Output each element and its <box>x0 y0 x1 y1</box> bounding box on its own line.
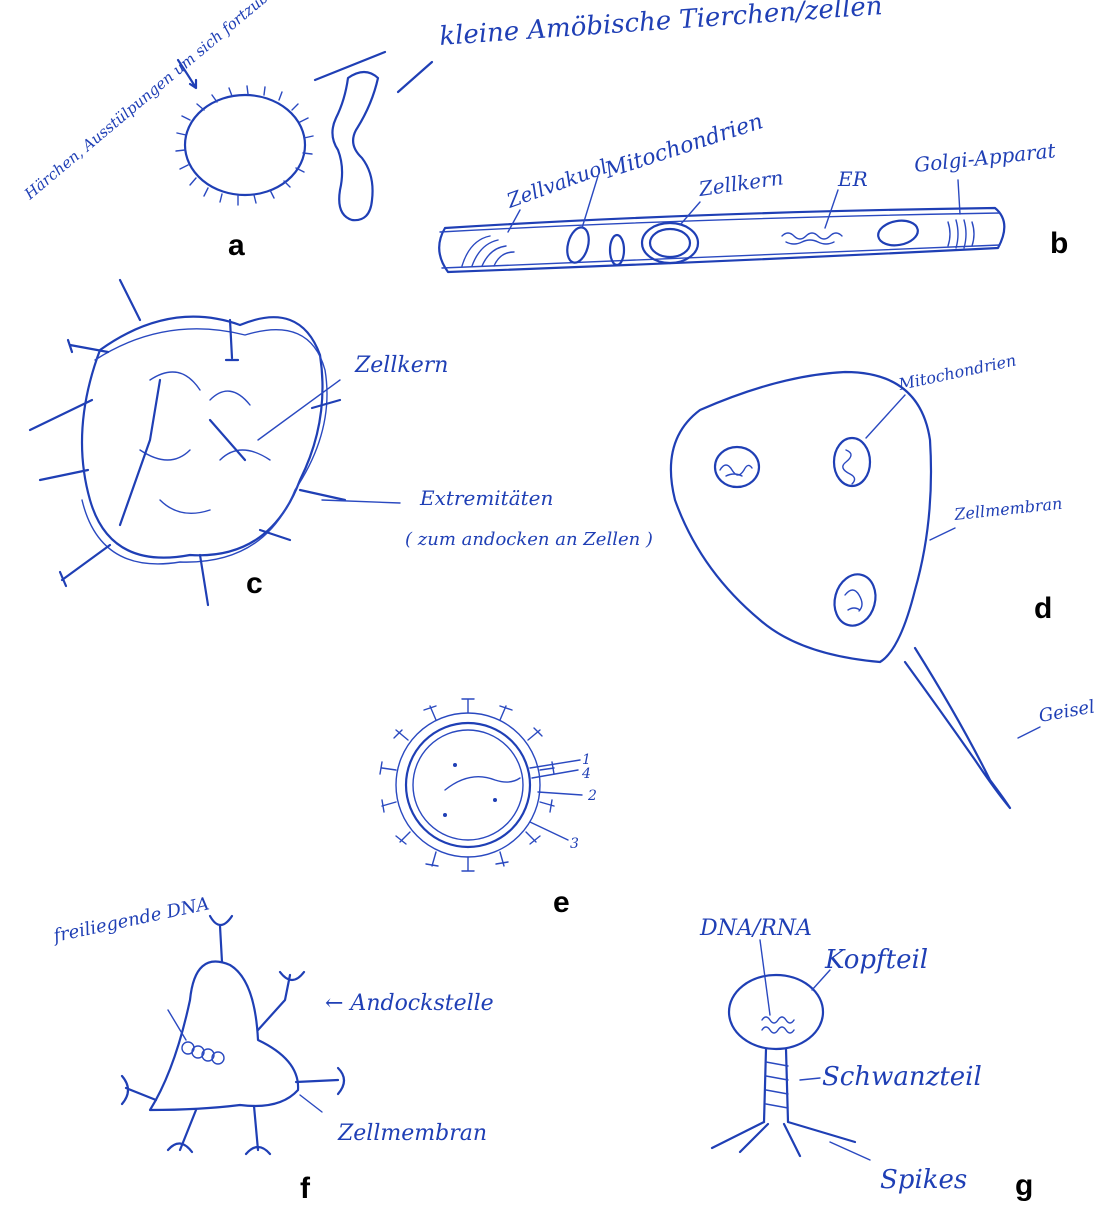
golgi-b <box>948 220 974 248</box>
panel-letter-a: a <box>228 229 245 262</box>
label-f-dna: freiliegende DNA <box>50 893 212 947</box>
label-e-3: 3 <box>570 836 579 852</box>
panel-letter-d: d <box>1034 592 1052 625</box>
dna-f <box>182 1042 224 1064</box>
mitochondrion-d-2 <box>834 438 870 486</box>
rod-cell-b <box>439 208 1004 272</box>
panel-f: freiliegende DNA ← Andockstelle Zellmemb… <box>50 893 494 1205</box>
phage-dna-g <box>760 940 794 1033</box>
panel-letter-f: f <box>300 1172 311 1205</box>
vacuole-b <box>462 236 514 266</box>
panel-c: Zellkern Extremitäten ( zum andocken an … <box>30 280 653 605</box>
amoeba-elongated-a <box>332 72 378 220</box>
pointer-c-extremities <box>322 500 400 503</box>
label-d-flagellum: Geisel <box>1037 696 1096 727</box>
docking-sites-f <box>122 916 344 1154</box>
panel-letter-c: c <box>246 567 263 600</box>
er-b <box>782 233 842 244</box>
label-b-golgi: Golgi-Apparat <box>913 138 1058 177</box>
label-c-extremities: Extremitäten <box>419 486 553 510</box>
label-g-spikes: Spikes <box>880 1165 967 1195</box>
label-g-head: Kopfteil <box>824 945 928 975</box>
nucleus-c <box>140 372 270 513</box>
flagellum-d <box>905 648 1010 808</box>
label-b-vacuole: Zellvakuol <box>503 154 611 213</box>
label-g-tail: Schwanzteil <box>822 1062 982 1092</box>
label-a-cilia: Härchen, Ausstülpungen um sich fortzubew… <box>20 0 324 204</box>
pointer-c-nucleus <box>258 380 340 440</box>
label-e-2: 2 <box>587 788 597 804</box>
virus-envelope-e <box>406 723 530 847</box>
cell-body-c <box>82 317 323 558</box>
label-c-extremities-note: ( zum andocken an Zellen ) <box>405 529 653 550</box>
panel-letter-g: g <box>1015 1169 1033 1202</box>
rna-e <box>445 777 520 790</box>
label-d-mitochondria: Mitochondrien <box>896 350 1018 394</box>
phage-head-g <box>729 975 823 1049</box>
label-a-title: kleine Amöbische Tierchen/zellen <box>438 0 883 52</box>
panel-letter-e: e <box>553 886 570 919</box>
label-f-membrane: Zellmembran <box>337 1121 487 1146</box>
label-g-dna-rna: DNA/RNA <box>699 916 812 941</box>
panel-g: DNA/RNA Kopfteil Schwanzteil Spikes g <box>699 916 1033 1202</box>
panel-d: Mitochondrien Zellmembran Geisel d <box>671 350 1097 808</box>
label-c-nucleus: Zellkern <box>354 353 448 378</box>
bacterium-body-f <box>150 962 298 1110</box>
phage-tail-g <box>764 1049 788 1122</box>
label-f-docking: ← Andockstelle <box>325 991 494 1016</box>
pointer-a-2 <box>398 62 432 92</box>
panel-letter-b: b <box>1050 227 1068 260</box>
mitochondrion-b-1 <box>564 225 593 265</box>
panel-e: 1 4 2 3 e <box>380 699 597 919</box>
cell-body-d <box>671 372 931 662</box>
label-b-nucleus: Zellkern <box>696 165 784 201</box>
phage-spikes-g <box>712 1122 855 1156</box>
pointer-f-membrane <box>300 1095 322 1112</box>
vesicle-b <box>876 218 920 249</box>
cilia-a <box>176 86 313 205</box>
panel-b: Zellvakuol Mitochondrien Zellkern ER Gol… <box>439 109 1068 272</box>
label-b-er: ER <box>837 167 868 191</box>
mitochondrion-d-1 <box>715 447 759 487</box>
mitochondrion-d-3 <box>829 570 881 631</box>
label-d-membrane: Zellmembran <box>952 494 1063 524</box>
label-e-4: 4 <box>581 766 591 782</box>
